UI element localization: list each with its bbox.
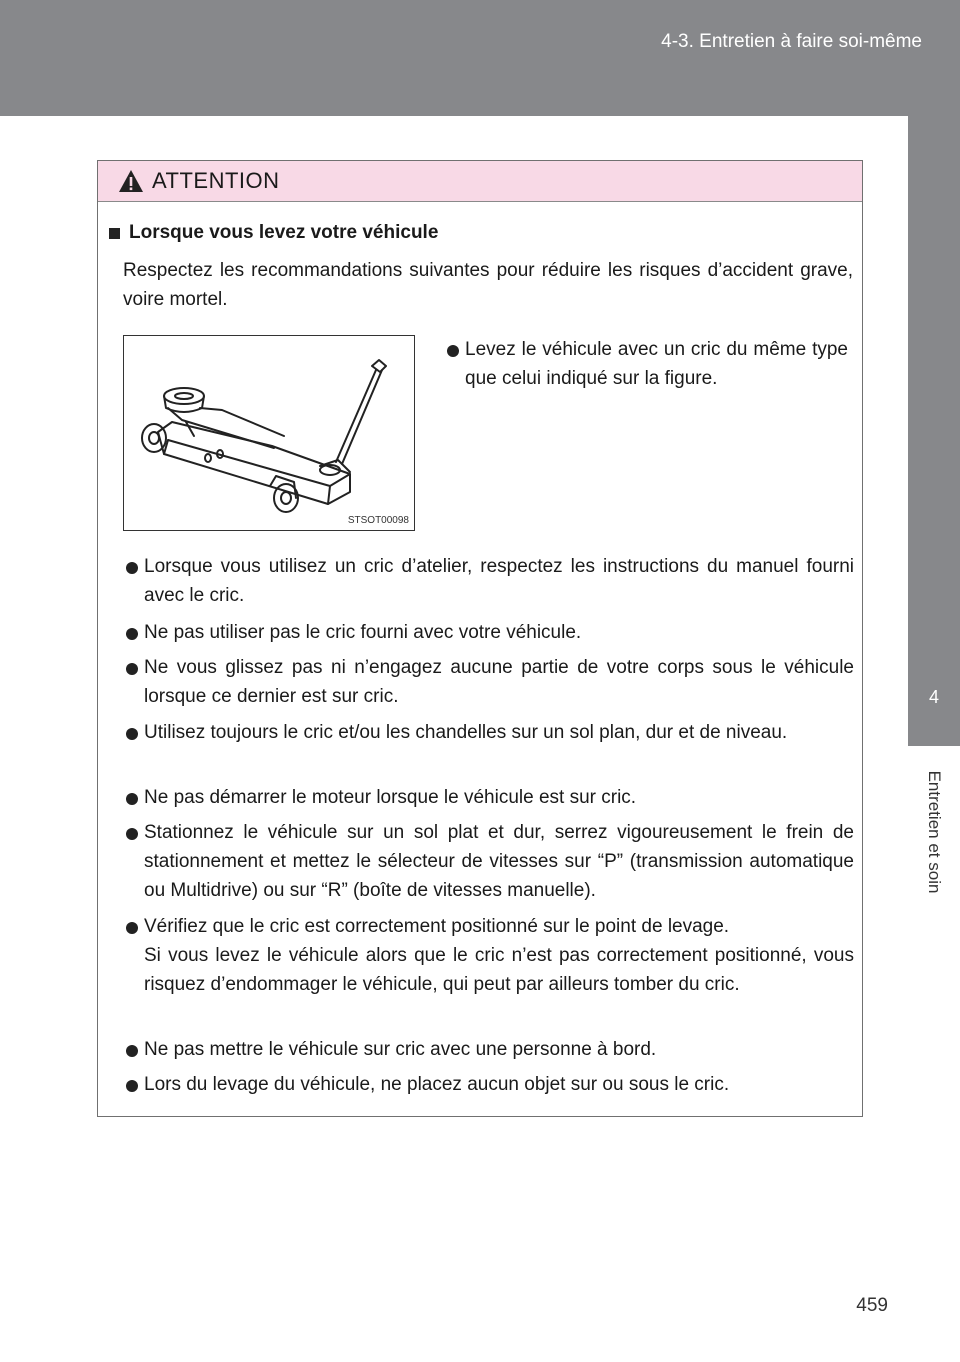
list-item: Ne pas démarrer le moteur lorsque le véh… (126, 783, 854, 812)
chapter-label-area (908, 746, 960, 918)
section-heading: Lorsque vous levez votre véhicule (109, 222, 438, 244)
list-item: Lorsque vous utilisez un cric d’atelier,… (126, 552, 854, 610)
intro-paragraph: Respectez les recommandations suivantes … (123, 260, 853, 310)
chapter-label: Entretien et soin (925, 770, 944, 894)
bullet-dot-icon (126, 922, 138, 934)
attention-box: ATTENTION Lorsque vous levez votre véhic… (97, 160, 863, 1117)
bullet-dot-icon (126, 562, 138, 574)
attention-title: ATTENTION (152, 168, 280, 193)
list-item: Stationnez le véhicule sur un sol plat e… (126, 818, 854, 905)
list-item: Vérifiez que le cric est correctement po… (126, 912, 854, 999)
section-title: 4-3. Entretien à faire soi-même (661, 31, 922, 52)
list-item: Ne pas utiliser pas le cric fourni avec … (126, 618, 854, 647)
chapter-number: 4 (928, 686, 939, 707)
bullet-dot-icon (126, 828, 138, 840)
jack-figure: STSOT00098 (123, 335, 415, 531)
page-header: 4-3. Entretien à faire soi-même (0, 0, 960, 116)
list-item: Levez le véhicule avec un cric du même t… (447, 335, 848, 393)
attention-header: ATTENTION (98, 161, 862, 202)
bullet-dot-icon (126, 728, 138, 740)
page-number: 459 (856, 1295, 888, 1316)
list-item: Lors du levage du véhicule, ne placez au… (126, 1070, 854, 1099)
bullet-dot-icon (126, 1080, 138, 1092)
list-item: Utilisez toujours le cric et/ou les chan… (126, 718, 854, 747)
section-heading-text: Lorsque vous levez votre véhicule (129, 222, 439, 243)
bullet-dot-icon (126, 1045, 138, 1057)
list-item: Ne vous glissez pas ni n’engagez aucune … (126, 653, 854, 711)
list-item: Ne pas mettre le véhicule sur cric avec … (126, 1035, 854, 1064)
warning-triangle-icon (119, 170, 143, 192)
bullet-dot-icon (447, 345, 459, 357)
bullet-dot-icon (126, 793, 138, 805)
figure-code: STSOT00098 (347, 515, 409, 526)
square-bullet-icon (109, 227, 120, 239)
bullet-dot-icon (126, 628, 138, 640)
chapter-tab (908, 116, 960, 746)
bullet-dot-icon (126, 663, 138, 675)
floor-jack-illustration (141, 359, 387, 513)
